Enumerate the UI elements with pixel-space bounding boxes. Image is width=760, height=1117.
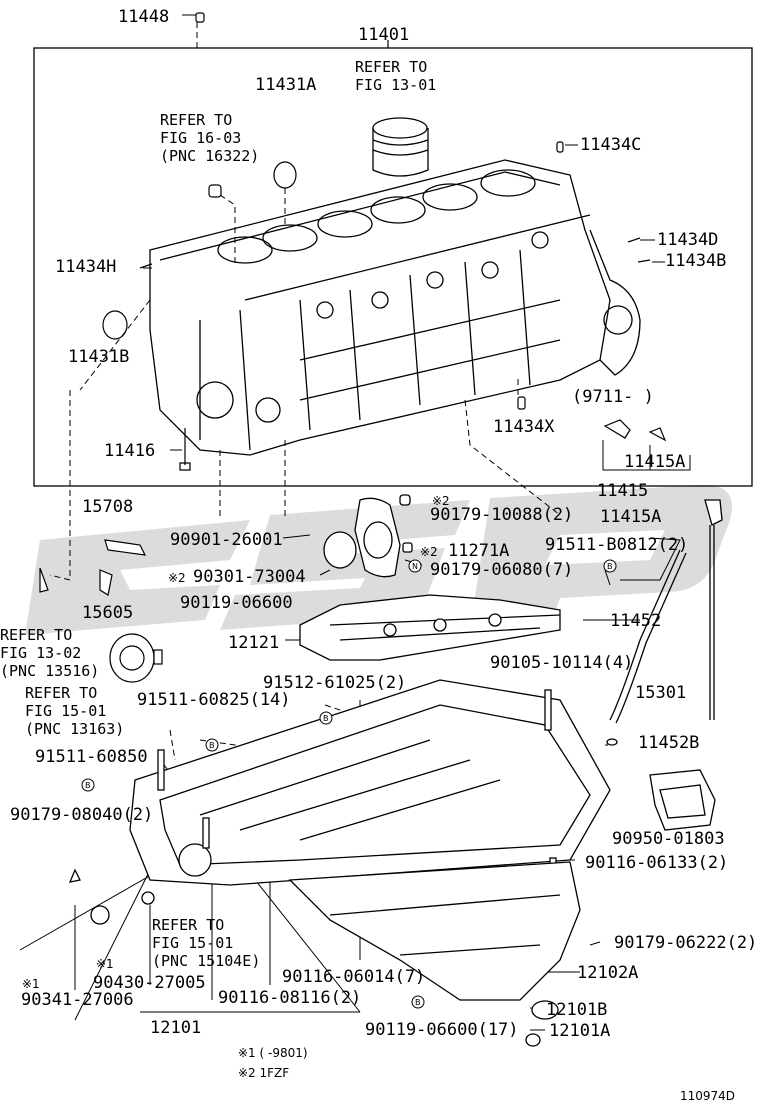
ref-r1501b-line-1: FIG 15-01	[152, 934, 233, 952]
callout-12102a: 12102A	[577, 963, 638, 983]
ref-r1302-line-0: REFER TO	[0, 626, 72, 644]
callout-9017906080: 90179-06080(7)	[430, 560, 573, 580]
footnote-marks: ※2 ※2 ※2 ※1 ※1	[22, 494, 450, 991]
block-small-parts	[102, 12, 667, 471]
svg-text:B: B	[607, 562, 613, 571]
mark-m1: ※2	[432, 494, 450, 508]
callout-9151261025: 91512-61025(2)	[263, 673, 406, 693]
marker-symbols	[81, 559, 617, 1009]
svg-text:N: N	[412, 562, 418, 571]
callout-11416: 11416	[104, 441, 155, 461]
ref-r1302-line-2: (PNC 13516)	[0, 662, 99, 680]
oil-strainer	[649, 769, 716, 831]
callout-9151160850: 91511-60850	[35, 747, 148, 767]
callout-9711: (9711- )	[572, 387, 654, 407]
callout-11434h: 11434H	[55, 257, 116, 277]
callout-11434c: 11434C	[580, 135, 641, 155]
callout-15605: 15605	[82, 603, 133, 623]
callout-9090126001: 90901-26001	[170, 530, 283, 550]
ref-r1501a-line-1: FIG 15-01	[25, 702, 106, 720]
footnote-2: ※2 1FZF	[238, 1066, 289, 1080]
oil-baffle-plate	[299, 594, 561, 661]
oil-pan-lower	[288, 861, 581, 1047]
drawing-id: 110974D	[680, 1089, 735, 1103]
dipstick-assembly	[606, 499, 723, 746]
mark-m4: ※1	[96, 957, 114, 971]
callout-9095001803: 90950-01803	[612, 829, 725, 849]
footnote-1: ※1 ( -9801)	[238, 1046, 308, 1060]
svg-text:B: B	[415, 998, 421, 1007]
ref-r1501b-line-0: REFER TO	[152, 916, 224, 934]
mark-m5: ※1	[22, 977, 40, 991]
svg-text:B: B	[209, 741, 215, 750]
mark-m2: ※2	[420, 545, 438, 559]
callout-9010510114: 90105-10114(4)	[490, 653, 633, 673]
callout-11401: 11401	[358, 25, 409, 45]
callout-11452: 11452	[610, 611, 661, 631]
callout-9011606133: 90116-06133(2)	[585, 853, 728, 873]
block-group-frame	[33, 47, 753, 487]
piston	[372, 117, 429, 177]
svg-text:B: B	[85, 781, 91, 790]
ref-r1501b-line-2: (PNC 15104E)	[152, 952, 260, 970]
ref-r1501a-line-2: (PNC 13163)	[25, 720, 124, 738]
callout-9043027005: 90430-27005	[93, 973, 206, 993]
ref-r1301-line-0: REFER TO	[355, 58, 427, 76]
ref-r1603-line-2: (PNC 16322)	[160, 147, 259, 165]
ref-r1501a-line-0: REFER TO	[25, 684, 97, 702]
callout-9011606014: 90116-06014(7)	[282, 967, 425, 987]
ref-r1302-line-1: FIG 13-02	[0, 644, 81, 662]
cylinder-block	[149, 159, 641, 456]
callout-15708: 15708	[82, 497, 133, 517]
callout-9017910088: 90179-10088(2)	[430, 505, 573, 525]
callout-11431a: 11431A	[255, 75, 316, 95]
watermark	[25, 484, 732, 635]
callout-9017908040: 90179-08040(2)	[10, 805, 153, 825]
oil-pan-upper	[68, 679, 611, 925]
accessory-parts	[39, 539, 163, 683]
callout-11434b: 11434B	[665, 251, 726, 271]
callout-11431b: 11431B	[68, 347, 129, 367]
callout-9030173004: 90301-73004	[193, 567, 306, 587]
svg-text:B: B	[323, 714, 329, 723]
callout-15301: 15301	[635, 683, 686, 703]
callout-91511b0812: 91511-B0812(2)	[545, 535, 688, 555]
callout-9011906600b: 90119-06600(17)	[365, 1020, 519, 1040]
callout-11448: 11448	[118, 7, 169, 27]
callout-12101a: 12101A	[549, 1021, 610, 1041]
ref-r1603-line-0: REFER TO	[160, 111, 232, 129]
callout-11434x: 11434X	[493, 417, 555, 437]
ref-r1603-line-1: FIG 16-03	[160, 129, 241, 147]
marker-letters: B N B B B B	[85, 562, 613, 1007]
callout-11452b: 11452B	[638, 733, 699, 753]
callout-12101: 12101	[150, 1018, 201, 1038]
callout-11271a: 11271A	[448, 541, 509, 561]
callout-12121: 12121	[228, 633, 279, 653]
callout-9017906222: 90179-06222(2)	[614, 933, 757, 953]
callout-11415a2: 11415A	[600, 507, 661, 527]
callout-9034127006: 90341-27006	[21, 990, 134, 1010]
callout-12101b: 12101B	[546, 1000, 607, 1020]
callout-11415a1: 11415A	[624, 452, 685, 472]
mark-m3: ※2	[168, 571, 186, 585]
strainer-flange	[323, 494, 413, 578]
callout-11434d: 11434D	[657, 230, 718, 250]
ref-r1301-line-1: FIG 13-01	[355, 76, 436, 94]
callout-9011906600a: 90119-06600	[180, 593, 293, 613]
callout-9151160825: 91511-60825(14)	[137, 690, 291, 710]
callout-11415: 11415	[597, 481, 648, 501]
callout-9011608116: 90116-08116(2)	[218, 988, 361, 1008]
